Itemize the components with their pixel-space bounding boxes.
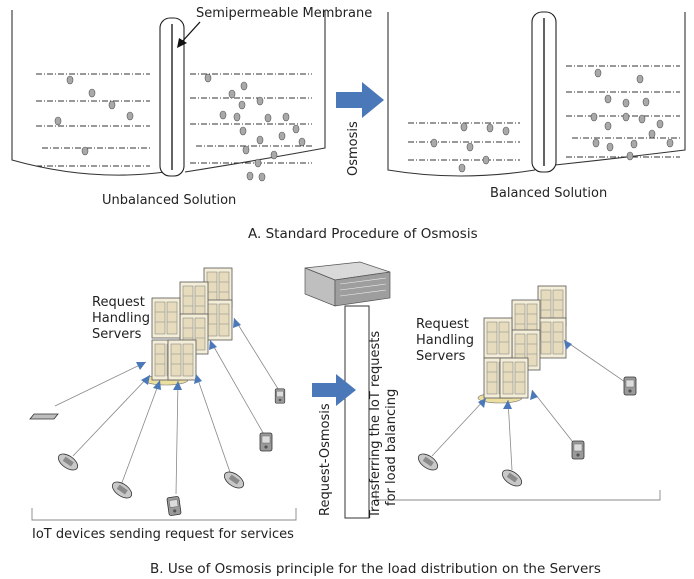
right-beaker-right <box>554 12 686 166</box>
right-request-arrowheads <box>478 340 572 409</box>
request-osmosis-label: Request-Osmosis <box>318 403 333 516</box>
right-request-arrows <box>431 339 629 471</box>
right-servers-label-3: Servers <box>416 349 466 364</box>
right-server-cluster <box>477 285 567 404</box>
left-beaker-right <box>184 10 326 173</box>
flip-phone-icon <box>415 450 441 474</box>
unbalanced-solution-label: Unbalanced Solution <box>102 193 237 208</box>
iot-devices-bracket <box>31 508 297 521</box>
transfer-label-2: for load balancing <box>384 388 399 506</box>
request-osmosis-tube <box>344 305 370 519</box>
left-servers-label-1: Request <box>92 295 145 310</box>
phone-icon <box>274 388 286 404</box>
network-rack-icon <box>304 261 391 307</box>
left-request-arrows <box>54 317 281 495</box>
flip-phone-icon <box>221 468 247 492</box>
right-beaker <box>387 12 536 177</box>
laptop-icon <box>29 413 59 420</box>
flip-phone-icon <box>55 450 81 474</box>
balanced-solution-label: Balanced Solution <box>490 186 608 201</box>
right-molecules <box>430 68 674 173</box>
phone-icon <box>571 440 585 460</box>
membrane-label: Semipermeable Membrane <box>196 6 373 21</box>
phone-icon <box>623 376 637 396</box>
transfer-label-1: Transferring the IoT requests <box>368 330 383 518</box>
membrane-pointer-arrow <box>179 21 201 45</box>
left-solution-lines <box>36 73 312 167</box>
osmosis-label: Osmosis <box>346 121 361 176</box>
left-servers-label-3: Servers <box>92 327 142 342</box>
phone-icon <box>259 432 273 452</box>
left-servers-label-2: Handling <box>92 311 150 326</box>
caption-a: A. Standard Procedure of Osmosis <box>248 226 478 242</box>
iot-devices-label: IoT devices sending request for services <box>32 527 294 542</box>
osmosis-arrow <box>336 82 384 118</box>
left-molecules <box>54 73 306 182</box>
right-servers-label-1: Request <box>416 317 469 332</box>
left-server-cluster <box>143 267 233 386</box>
flip-phone-icon <box>499 466 525 490</box>
left-beaker <box>11 10 166 176</box>
left-request-arrowheads <box>136 318 241 390</box>
caption-b: B. Use of Osmosis principle for the load… <box>150 561 601 577</box>
right-devices-bracket <box>375 490 661 501</box>
right-servers-label-2: Handling <box>416 333 474 348</box>
pda-icon <box>166 495 182 517</box>
request-osmosis-arrow <box>312 374 356 406</box>
